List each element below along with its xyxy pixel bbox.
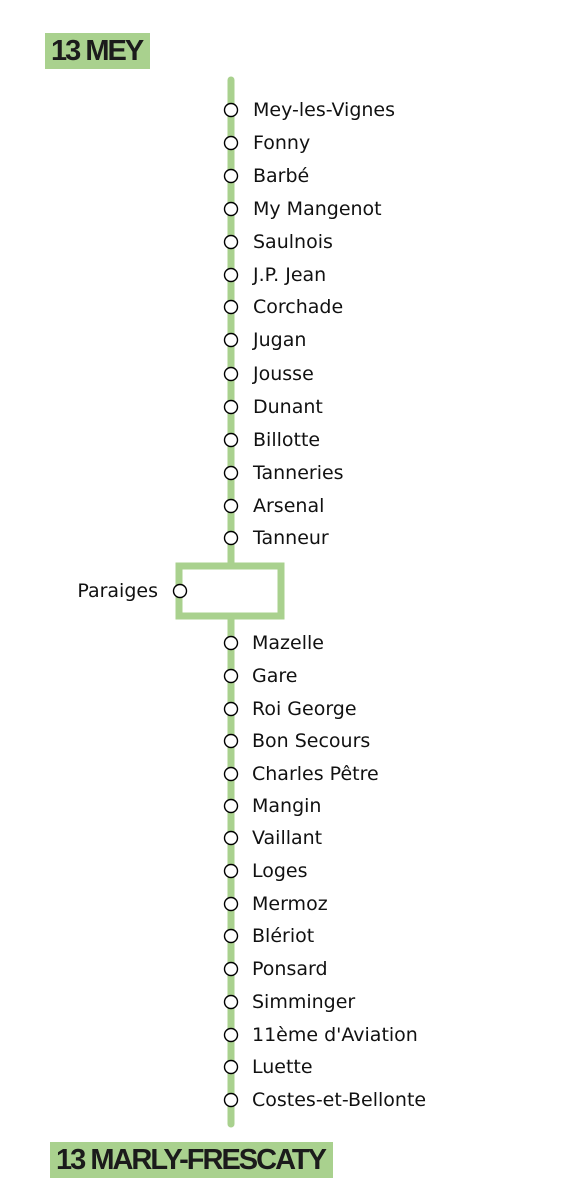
stop-label: Mey-les-Vignes: [253, 99, 396, 121]
route-loop: [175, 562, 285, 620]
stop-label: Simminger: [252, 991, 356, 1013]
terminus-bottom-label: 13 MARLY-FRESCATY: [50, 1142, 333, 1178]
stop-marker: [223, 299, 239, 315]
stop-label: Bon Secours: [252, 730, 371, 752]
stop-marker: [223, 168, 239, 184]
stop-label: Mangin: [252, 795, 322, 817]
stop-label: Corchade: [253, 296, 344, 318]
stop-marker: [223, 102, 239, 118]
stop-label: Billotte: [253, 429, 321, 451]
stop-marker: [223, 498, 239, 514]
stop-marker: [172, 583, 188, 599]
stop-label: Jousse: [253, 363, 314, 385]
stop-marker: [223, 432, 239, 448]
stop-label: Gare: [252, 665, 298, 687]
stop-label: Mazelle: [252, 632, 324, 654]
stop-label: Saulnois: [253, 231, 333, 253]
stop-label: Blériot: [252, 925, 315, 947]
stop-marker: [223, 798, 239, 814]
stop-marker: [223, 1027, 239, 1043]
stop-label: Loges: [252, 860, 308, 882]
stop-label: Jugan: [253, 329, 307, 351]
stop-label: Charles Pêtre: [252, 763, 379, 785]
stop-marker: [223, 896, 239, 912]
stop-marker: [223, 465, 239, 481]
stop-marker: [223, 234, 239, 250]
stop-label: Mermoz: [252, 893, 328, 915]
stop-label: Roi George: [252, 698, 357, 720]
stop-marker: [223, 1092, 239, 1108]
stop-label: My Mangenot: [253, 198, 382, 220]
stop-label: Barbé: [253, 165, 310, 187]
stop-label: Tanneur: [253, 527, 329, 549]
stop-marker: [223, 961, 239, 977]
stop-marker: [223, 928, 239, 944]
stop-marker: [223, 766, 239, 782]
stop-marker: [223, 332, 239, 348]
stop-marker: [223, 994, 239, 1010]
stop-label: Vaillant: [252, 827, 323, 849]
stop-marker: [223, 267, 239, 283]
stop-label: Costes-et-Bellonte: [252, 1089, 427, 1111]
stop-marker: [223, 668, 239, 684]
stop-label: Ponsard: [252, 958, 328, 980]
stop-marker: [223, 830, 239, 846]
stop-marker: [223, 530, 239, 546]
stop-label: Dunant: [253, 396, 323, 418]
stop-label: J.P. Jean: [253, 264, 327, 286]
stop-marker: [223, 201, 239, 217]
branch-stop-label: Paraiges: [77, 580, 158, 602]
stop-label: Arsenal: [253, 495, 325, 517]
stop-marker: [223, 863, 239, 879]
stop-marker: [223, 366, 239, 382]
stop-marker: [223, 733, 239, 749]
stop-label: 11ème d'Aviation: [252, 1024, 418, 1046]
stop-label: Tanneries: [253, 462, 344, 484]
terminus-top-label: 13 MEY: [45, 33, 151, 69]
stop-label: Fonny: [253, 132, 311, 154]
stop-marker: [223, 1059, 239, 1075]
stop-marker: [223, 135, 239, 151]
stop-label: Luette: [252, 1056, 313, 1078]
stop-marker: [223, 635, 239, 651]
stop-marker: [223, 701, 239, 717]
stop-marker: [223, 399, 239, 415]
